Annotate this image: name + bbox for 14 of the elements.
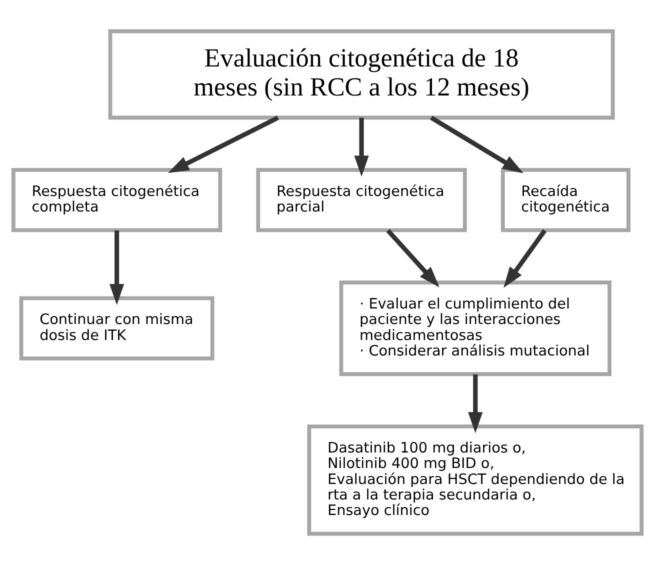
arrow — [168, 115, 280, 173]
node-box: Continuar con misma dosis de ITK — [19, 296, 214, 360]
node-box: Dasatinib 100 mg diarios o, Nilotinib 400 mg BID o, Evaluación para HSCT dependiendo de la rta a la terapia secundaria o, Ensayo clínico — [307, 424, 644, 536]
node-box: Respuesta citogenética completa — [11, 168, 222, 232]
arrow — [354, 117, 369, 176]
arrow — [109, 230, 124, 304]
arrow — [386, 228, 440, 287]
node-box: Recaída citogenética — [500, 168, 630, 232]
node-box: Evaluación citogenética de 18 meses (sin RCC a los 12 meses) — [108, 28, 615, 120]
node-box: · Evaluar el cumplimiento del paciente y las interacciones medicamentosas · Considerar análisis mutacional — [339, 280, 612, 376]
node-box: Respuesta citogenética parcial — [256, 168, 467, 232]
arrow — [504, 228, 547, 288]
arrow — [430, 115, 524, 173]
arrow — [468, 374, 483, 433]
